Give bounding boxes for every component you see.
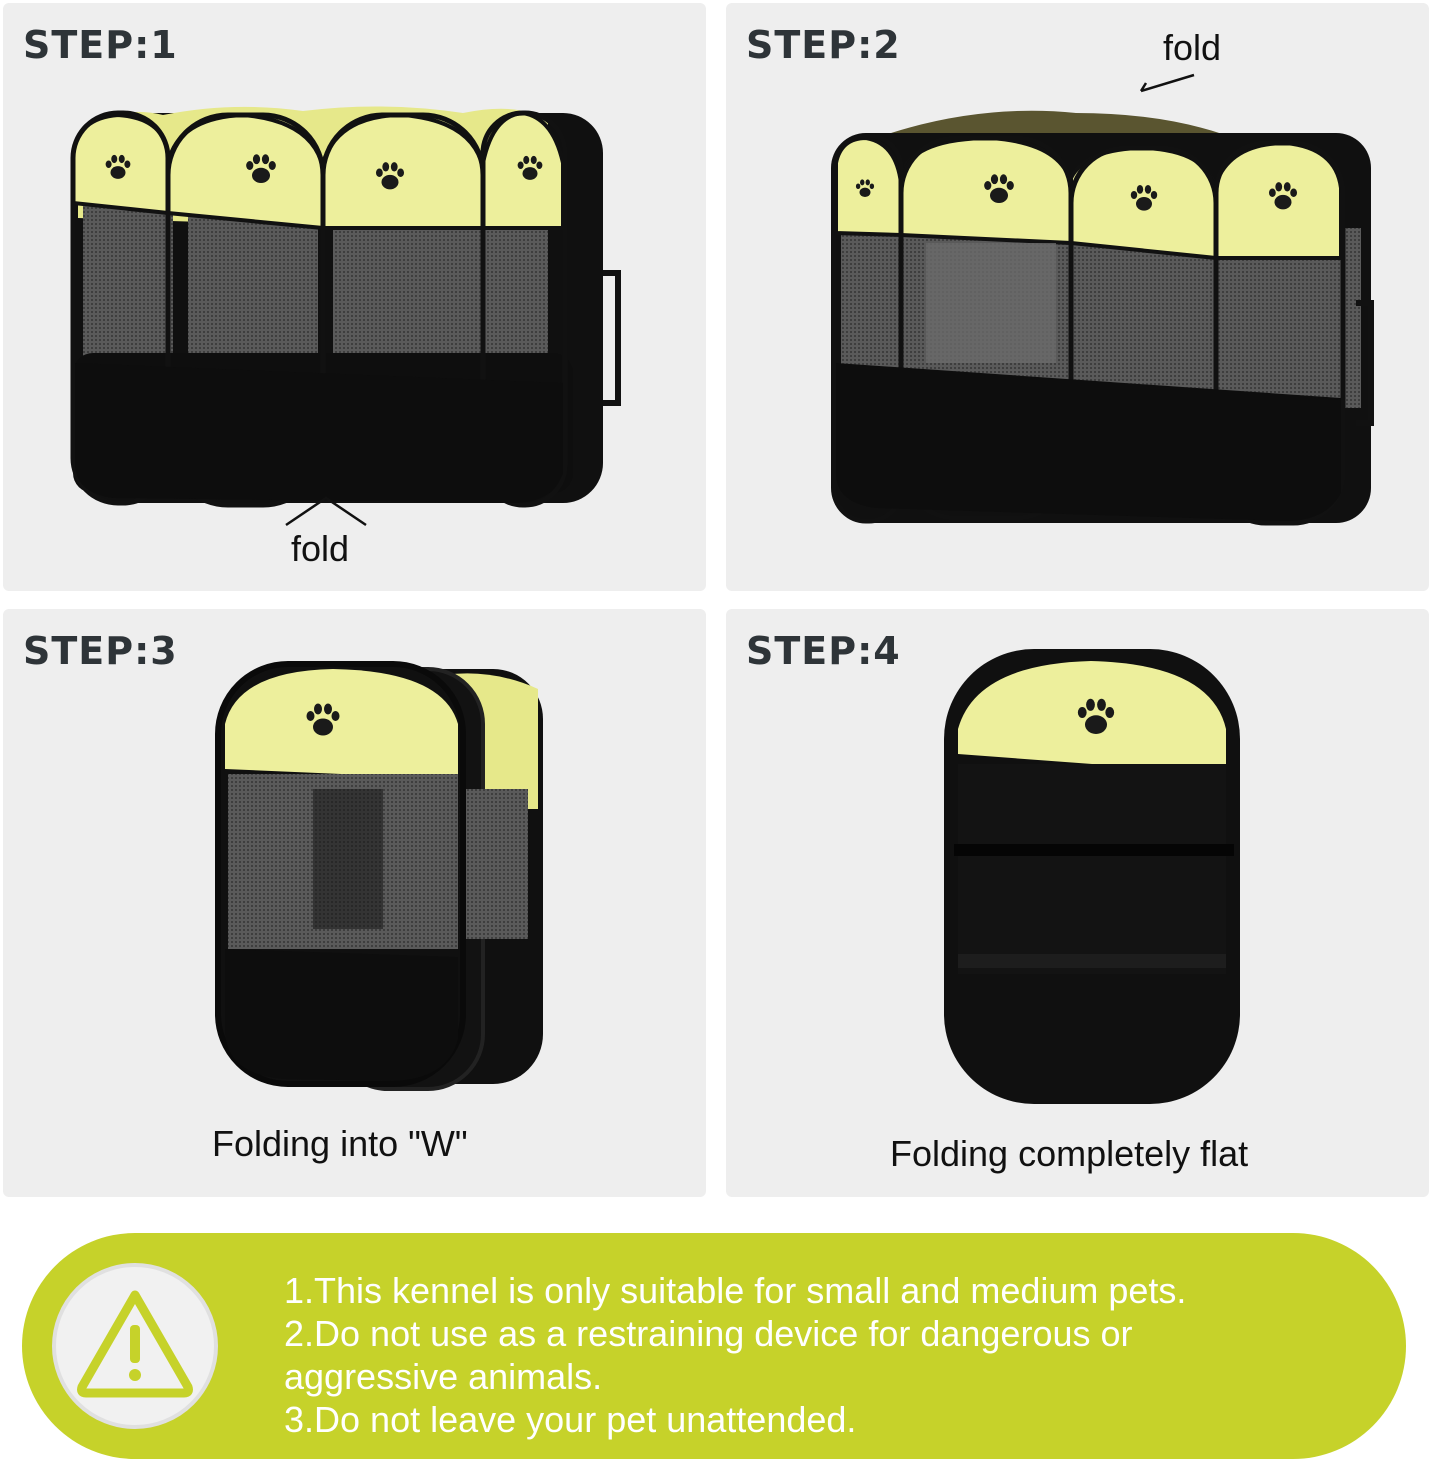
note-line: aggressive animals. bbox=[284, 1356, 603, 1397]
note-line: 2.Do not use as a restraining device for… bbox=[284, 1313, 1133, 1354]
fold-label: fold bbox=[1163, 27, 1222, 68]
warning-icon-badge bbox=[52, 1263, 218, 1429]
fold-label: fold bbox=[291, 528, 350, 569]
playpen-half-folded-image bbox=[831, 73, 1374, 526]
playpen-w-folded-image bbox=[215, 661, 543, 1091]
step-1-panel: STEP:1 fold bbox=[3, 3, 706, 591]
safety-notes: 1.This kennel is only suitable for small… bbox=[284, 1269, 1384, 1441]
note-line: 1.This kennel is only suitable for small… bbox=[284, 1270, 1187, 1311]
warning-banner: 1.This kennel is only suitable for small… bbox=[22, 1233, 1406, 1459]
step-title: STEP:2 bbox=[746, 23, 901, 67]
note-line: 3.Do not leave your pet unattended. bbox=[284, 1399, 857, 1440]
step-caption: Folding completely flat bbox=[890, 1133, 1249, 1174]
warning-icon bbox=[77, 1290, 193, 1398]
step-2-panel: STEP:2 fold bbox=[726, 3, 1429, 591]
step-3-panel: STEP:3 Folding into "W" bbox=[3, 609, 706, 1197]
step-title: STEP:4 bbox=[746, 629, 901, 673]
step-title: STEP:1 bbox=[23, 23, 178, 67]
step-caption: Folding into "W" bbox=[212, 1123, 468, 1164]
step-4-panel: STEP:4 Folding completely flat bbox=[726, 609, 1429, 1197]
step-title: STEP:3 bbox=[23, 629, 178, 673]
playpen-open-image bbox=[70, 106, 621, 527]
playpen-flat-folded-image bbox=[944, 649, 1240, 1104]
